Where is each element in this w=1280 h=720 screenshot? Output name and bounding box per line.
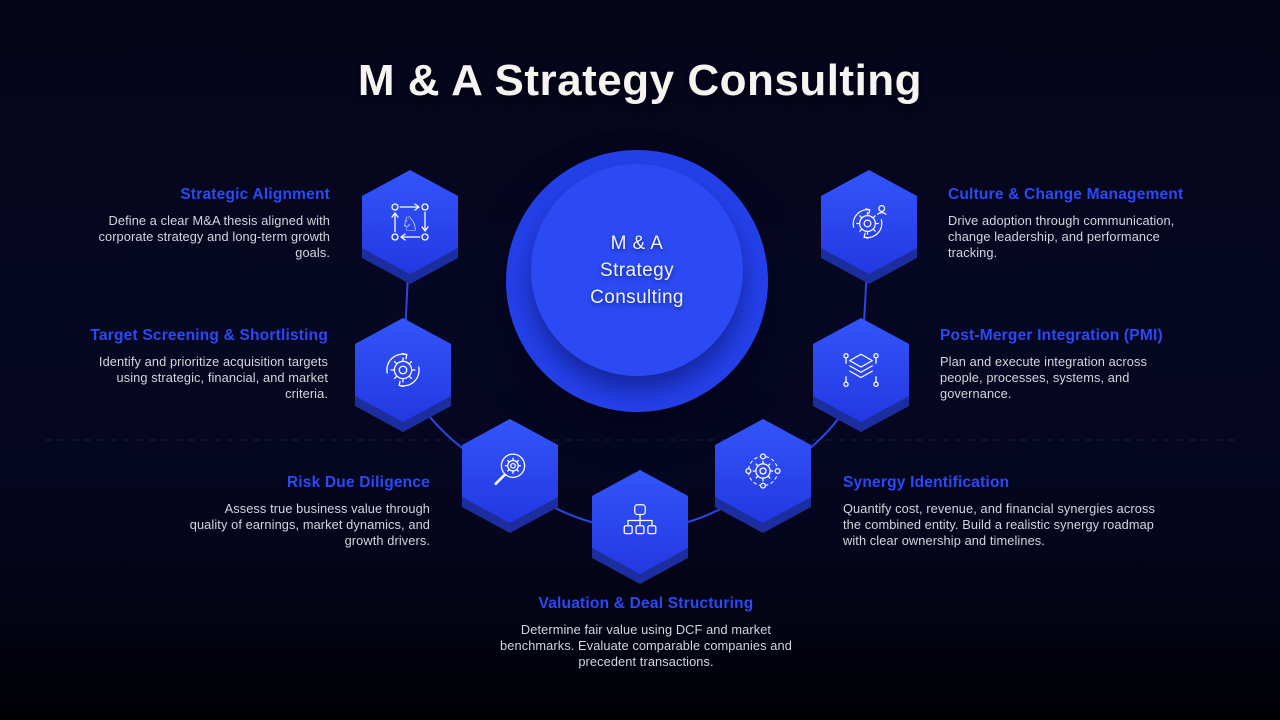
central-line-2: Strategy — [600, 259, 674, 281]
hex-node-pmi — [813, 318, 909, 432]
hex-node-risk-due-diligence — [462, 419, 558, 533]
gear-sync-icon — [386, 352, 420, 388]
magnifier-gear-icon — [494, 453, 526, 486]
node-description: Drive adoption through communication, ch… — [948, 213, 1175, 260]
layers-circuit-icon — [843, 353, 879, 387]
node-title: Target Screening & Shortlisting — [90, 327, 328, 344]
node-description: Define a clear M&A thesis aligned with c… — [98, 213, 330, 260]
hexagon-shape — [821, 170, 917, 284]
hex-node-synergy — [715, 419, 811, 533]
node-title: Synergy Identification — [843, 474, 1010, 491]
hex-node-strategic-alignment: ♘ — [362, 170, 458, 284]
org-chart-icon — [623, 504, 657, 535]
node-label-pmi: Post-Merger Integration (PMI) Plan and e… — [940, 327, 1180, 401]
node-label-synergy: Synergy Identification Quantify cost, re… — [843, 474, 1168, 548]
page-title: M & A Strategy Consulting — [357, 56, 923, 105]
node-title: Risk Due Diligence — [286, 474, 430, 491]
node-description: Assess true business value through quali… — [189, 501, 430, 548]
node-label-target-screening: Target Screening & Shortlisting Identify… — [90, 327, 328, 401]
hexagon-shape — [715, 419, 811, 533]
central-line-1: M & A — [610, 232, 664, 254]
hex-node-culture — [821, 170, 917, 284]
central-circle-inner: M & A Strategy Consulting — [531, 164, 743, 376]
node-label-risk-due-diligence: Risk Due Diligence Assess true business … — [188, 474, 430, 548]
gear-orbit-icon — [745, 453, 781, 489]
hex-node-target-screening — [355, 318, 451, 432]
hexagon-shape — [462, 419, 558, 533]
hexagon-shape — [813, 318, 909, 432]
node-title: Valuation & Deal Structuring — [538, 595, 754, 612]
strategy-knight-icon: ♘ — [391, 203, 429, 241]
hexagon-shape — [355, 318, 451, 432]
node-description: Plan and execute integration across peop… — [940, 354, 1147, 401]
central-circle: M & A Strategy Consulting — [506, 150, 768, 412]
central-circle-text: M & A Strategy Consulting — [590, 230, 684, 311]
central-line-3: Consulting — [590, 286, 684, 308]
node-description: Determine fair value using DCF and marke… — [500, 622, 792, 669]
node-title: Post-Merger Integration (PMI) — [940, 327, 1163, 344]
node-label-strategic-alignment: Strategic Alignment Define a clear M&A t… — [90, 186, 330, 260]
hex-node-valuation — [592, 470, 688, 584]
svg-text:♘: ♘ — [401, 211, 419, 235]
node-title: Strategic Alignment — [180, 186, 330, 203]
node-label-culture: Culture & Change Management Drive adopti… — [948, 186, 1196, 260]
gear-person-icon — [852, 205, 887, 239]
hexagon-shape — [362, 170, 458, 284]
node-description: Quantify cost, revenue, and financial sy… — [843, 501, 1155, 548]
node-description: Identify and prioritize acquisition targ… — [98, 354, 328, 401]
node-title: Culture & Change Management — [948, 186, 1184, 203]
node-label-valuation: Valuation & Deal Structuring Determine f… — [500, 595, 792, 669]
